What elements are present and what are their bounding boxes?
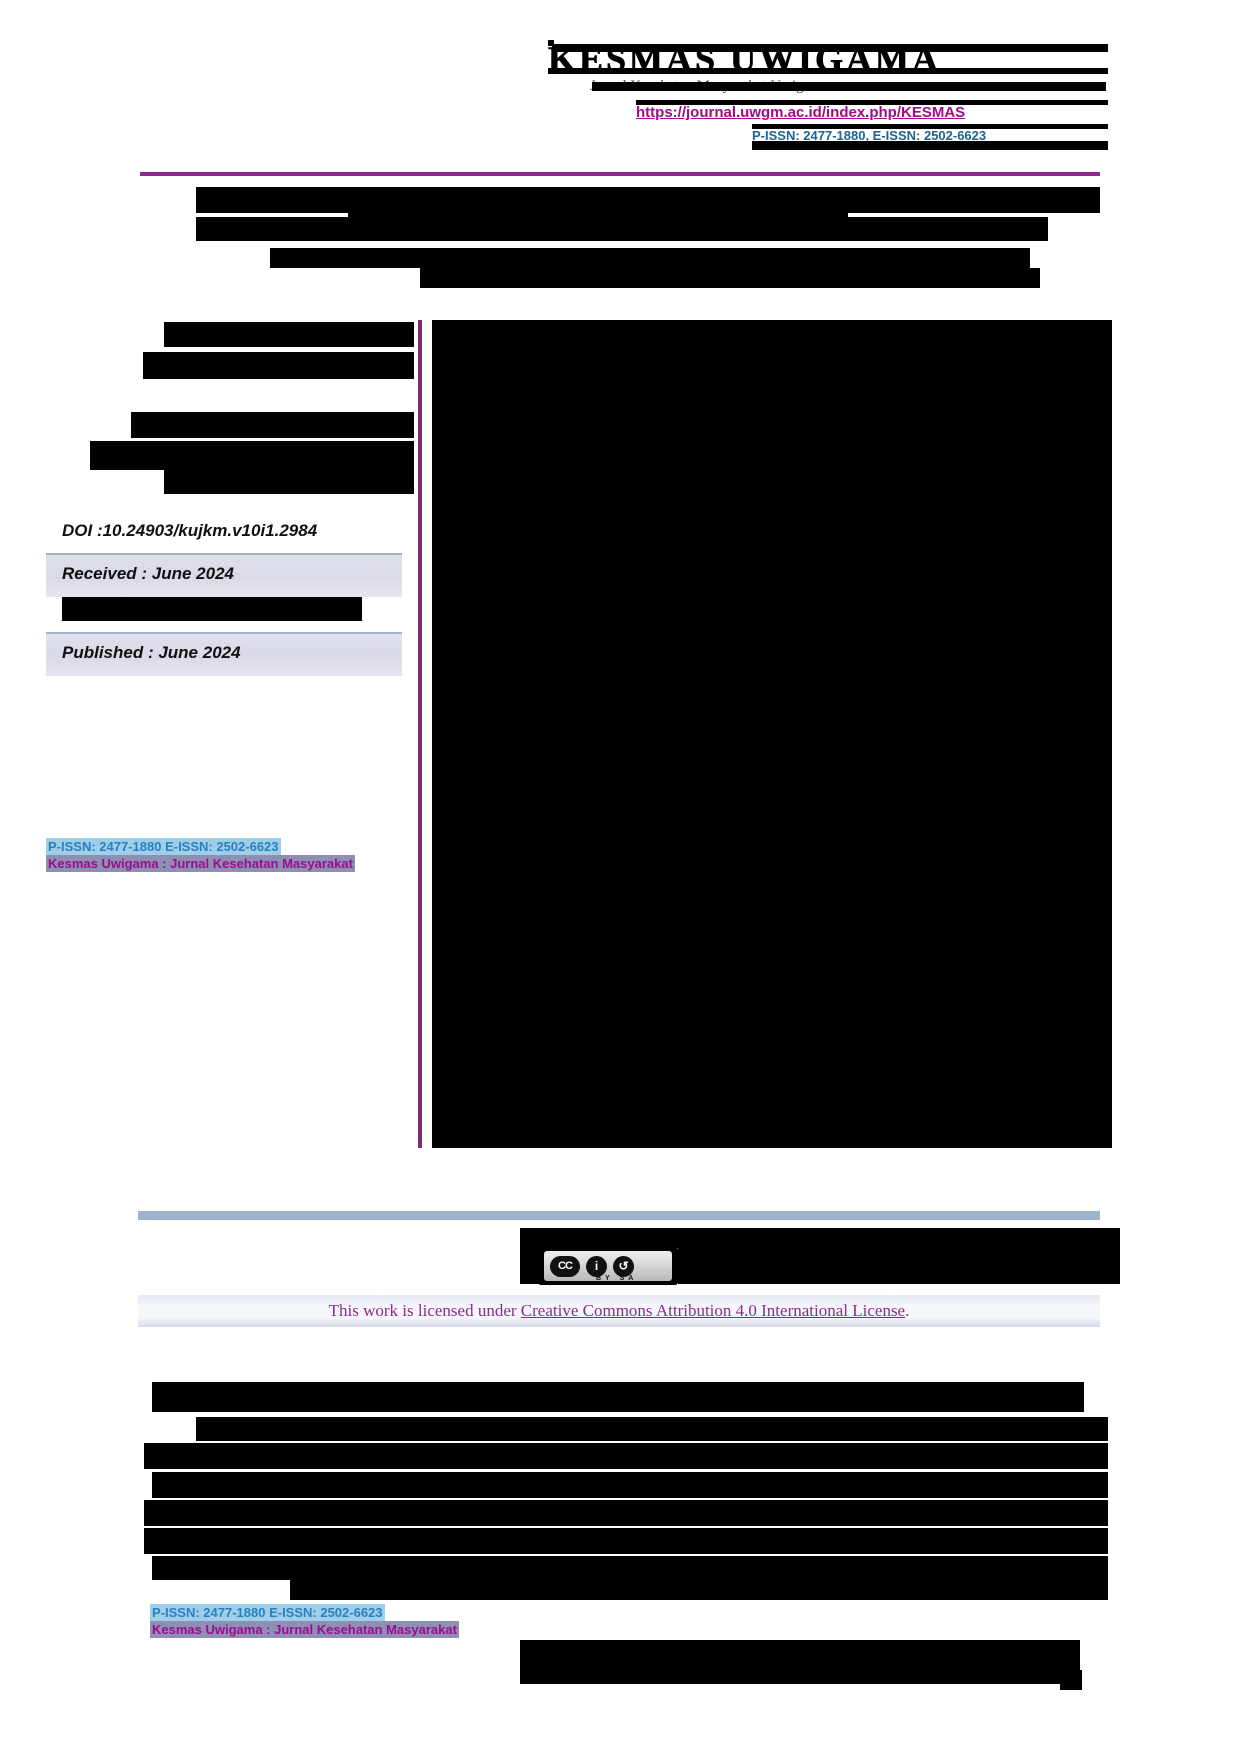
redaction-body-line bbox=[520, 1640, 1080, 1684]
redaction-left-block bbox=[164, 470, 414, 494]
redaction-body-line bbox=[144, 1528, 1108, 1554]
received-row: Received : June 2024 bbox=[46, 553, 402, 597]
received-label: Received : June 2024 bbox=[62, 564, 234, 583]
doi-label: DOI :10.24903/kujkm.v10i1.2984 bbox=[62, 521, 318, 540]
redaction-gap bbox=[1112, 592, 1144, 606]
cc-sa-sharealike-icon: ↺ bbox=[613, 1255, 634, 1277]
redaction-footer-note bbox=[678, 1248, 1120, 1284]
redaction-left-block bbox=[143, 352, 414, 379]
redaction-body-line bbox=[290, 1580, 1108, 1600]
cc-badge-sublabels: BY SA bbox=[596, 1275, 637, 1282]
running-footer-journal: Kesmas Uwigama : Jurnal Kesehatan Masyar… bbox=[150, 1621, 459, 1638]
redaction-footer-note bbox=[520, 1248, 540, 1284]
redaction-gap bbox=[1112, 495, 1144, 509]
vertical-divider bbox=[418, 320, 422, 1148]
journal-url-link[interactable]: https://journal.uwgm.ac.id/index.php/KES… bbox=[636, 104, 966, 121]
redaction-gap bbox=[1112, 787, 1144, 801]
redaction-left-block bbox=[164, 322, 414, 347]
running-footer-issn: P-ISSN: 2477-1880 E-ISSN: 2502-6623 bbox=[150, 1604, 385, 1621]
redaction-body-line bbox=[196, 1417, 1108, 1441]
redaction-gap bbox=[1112, 983, 1144, 997]
license-prefix: This work is licensed under bbox=[328, 1301, 521, 1320]
redaction-gap bbox=[1112, 400, 1144, 414]
published-row: Published : June 2024 bbox=[46, 632, 402, 676]
redaction-bar bbox=[752, 124, 1108, 129]
running-footer-bottom: P-ISSN: 2477-1880 E-ISSN: 2502-6623 Kesm… bbox=[150, 1604, 510, 1638]
redaction-authors bbox=[270, 248, 1030, 268]
journal-issn: P-ISSN: 2477-1880, E-ISSN: 2502-6623 bbox=[752, 128, 987, 143]
journal-masthead: KESMAS UWIGAMA Jurnal Kesehatan Masyarak… bbox=[0, 0, 1240, 165]
redaction-left-block bbox=[131, 412, 414, 438]
running-footer-top: P-ISSN: 2477-1880 E-ISSN: 2502-6623 Kesm… bbox=[46, 838, 406, 872]
redaction-gap bbox=[1112, 625, 1144, 639]
redaction-gap bbox=[1112, 1080, 1144, 1094]
redaction-gap bbox=[1112, 560, 1144, 574]
cc-logo-icon: CC bbox=[550, 1255, 580, 1277]
redaction-gap bbox=[1112, 527, 1144, 541]
redaction-gap bbox=[1112, 755, 1144, 769]
redaction-title-line1 bbox=[196, 187, 1100, 213]
redaction-bar bbox=[592, 82, 1106, 91]
license-bar: This work is licensed under Creative Com… bbox=[138, 1295, 1100, 1327]
redaction-revised-row bbox=[62, 597, 362, 621]
redaction-left-block bbox=[90, 441, 414, 470]
redaction-gap bbox=[1112, 1048, 1144, 1062]
license-link[interactable]: Creative Commons Attribution 4.0 Interna… bbox=[520, 1301, 906, 1320]
creative-commons-badge[interactable]: CC i ↺ BY SA bbox=[538, 1247, 678, 1285]
redaction-gap bbox=[1112, 918, 1144, 932]
cc-by-label: BY bbox=[596, 1275, 614, 1282]
redaction-footer-note bbox=[520, 1228, 1120, 1248]
redaction-gap bbox=[1112, 950, 1144, 964]
redaction-abstract-body bbox=[432, 320, 1112, 1148]
redaction-body-line bbox=[144, 1500, 1108, 1526]
redaction-gap bbox=[1112, 336, 1144, 350]
redaction-gap bbox=[1112, 1015, 1144, 1029]
redaction-gap bbox=[1112, 463, 1144, 477]
redaction-body-line bbox=[144, 1443, 1108, 1469]
license-suffix: . bbox=[905, 1301, 910, 1320]
redaction-gap bbox=[1112, 820, 1144, 834]
footer-rule bbox=[138, 1211, 1100, 1220]
cc-sa-label: SA bbox=[619, 1275, 638, 1282]
cc-by-person-icon: i bbox=[586, 1255, 607, 1277]
redaction-bar bbox=[552, 44, 1108, 52]
redaction-bar bbox=[752, 141, 1108, 150]
redaction-affiliation bbox=[420, 268, 1040, 288]
page-right-margin bbox=[1136, 320, 1240, 1148]
redaction-body-line bbox=[152, 1556, 1108, 1580]
redaction-body-line bbox=[1060, 1670, 1082, 1690]
redaction-gap bbox=[1112, 852, 1144, 866]
cc-badge-inner: CC i ↺ BY SA bbox=[544, 1251, 672, 1282]
redaction-title-line2 bbox=[196, 217, 1048, 241]
redaction-bar bbox=[548, 40, 554, 46]
published-label: Published : June 2024 bbox=[62, 643, 241, 662]
redaction-bar bbox=[548, 68, 1108, 74]
redaction-bar bbox=[636, 100, 1108, 105]
redaction-title-line2b bbox=[348, 213, 848, 221]
redaction-gap bbox=[1112, 690, 1144, 704]
header-rule bbox=[140, 172, 1100, 176]
redaction-body-line bbox=[152, 1472, 1108, 1498]
redaction-gap bbox=[1112, 366, 1144, 380]
running-footer-journal: Kesmas Uwigama : Jurnal Kesehatan Masyar… bbox=[46, 855, 355, 872]
redaction-gap bbox=[1112, 432, 1144, 446]
running-footer-issn: P-ISSN: 2477-1880 E-ISSN: 2502-6623 bbox=[46, 838, 281, 855]
license-statement: This work is licensed under Creative Com… bbox=[329, 1301, 910, 1321]
redaction-section-heading bbox=[152, 1382, 1084, 1412]
redaction-gap bbox=[1112, 722, 1144, 736]
